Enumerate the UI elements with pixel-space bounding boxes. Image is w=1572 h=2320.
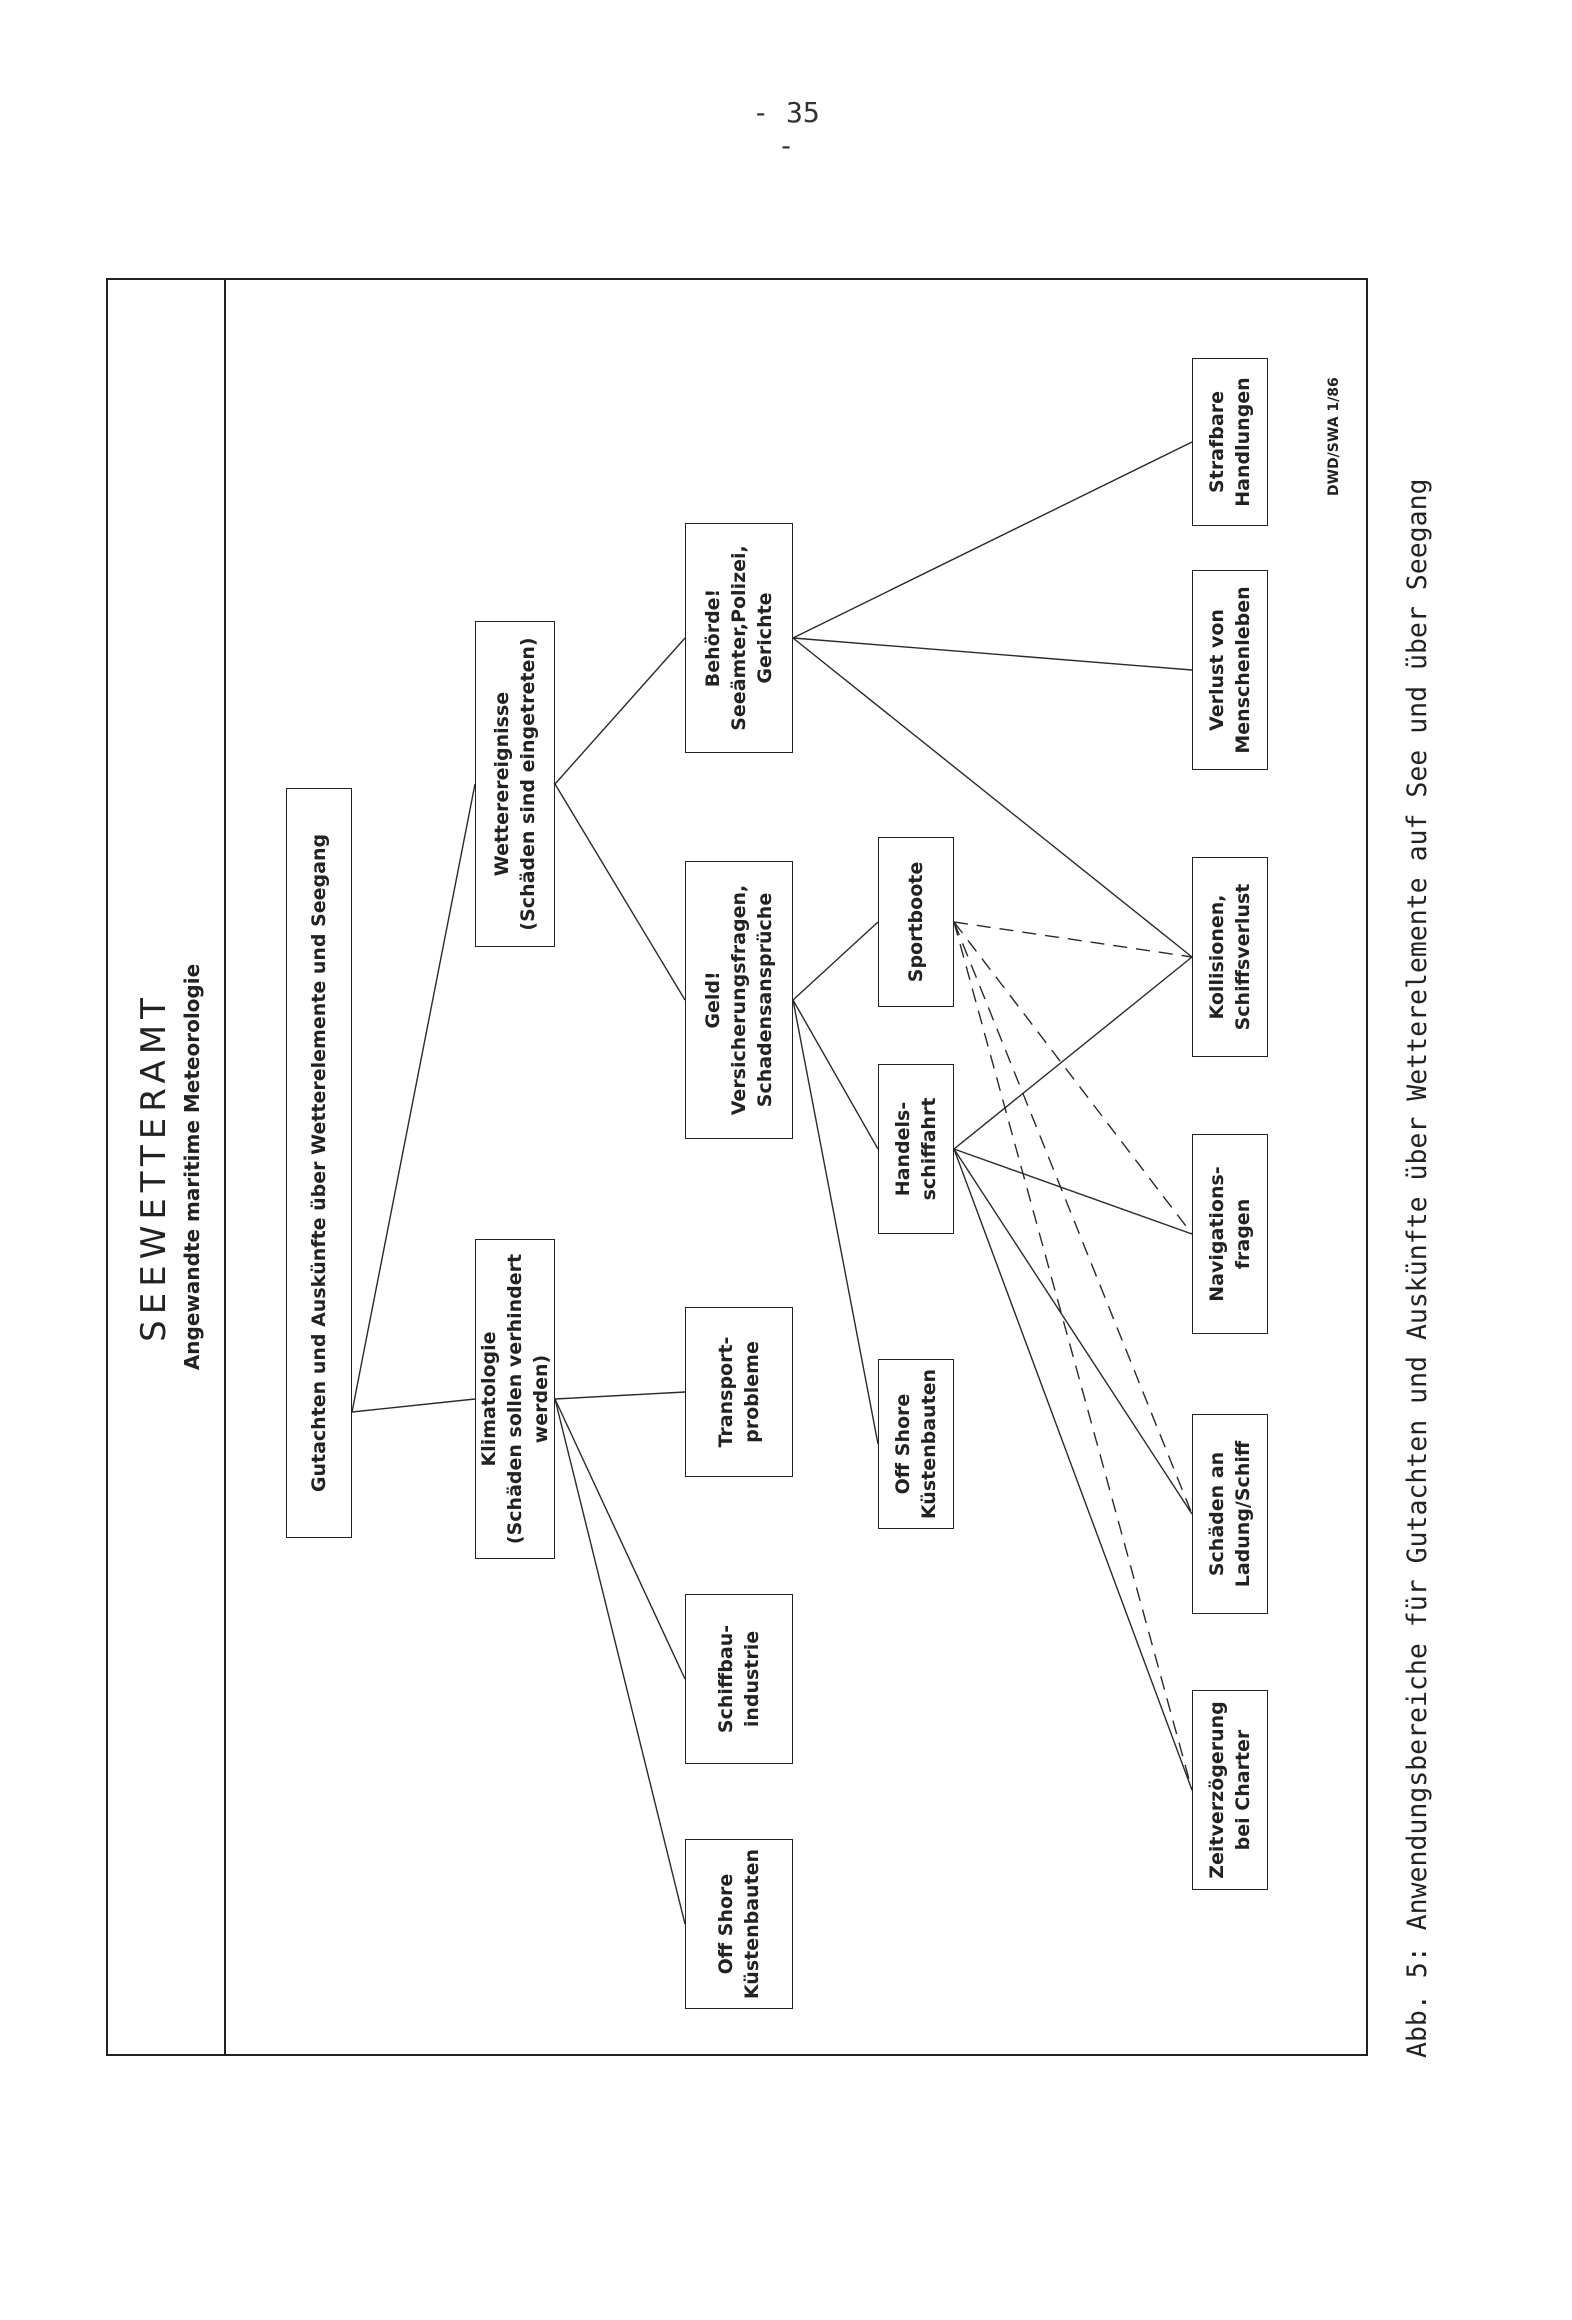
node-schaeden: Schäden an Ladung/Schiff <box>1192 1414 1268 1614</box>
node-offshore-mid: Off Shore Küstenbauten <box>878 1359 954 1529</box>
edge-klimatologie-schiffbau <box>554 1398 686 1680</box>
edge-klimatologie-offshore_left <box>554 1398 686 1925</box>
edge-handel-zeitverz <box>953 1148 1193 1791</box>
node-wetterereignisse: Wetterereignisse (Schäden sind eingetret… <box>475 621 555 947</box>
node-klimatologie: Klimatologie (Schäden sollen verhindert … <box>475 1239 555 1559</box>
edge-sportboote-zeitverz <box>953 921 1193 1791</box>
node-offshore-left: Off Shore Küstenbauten <box>685 1839 793 2009</box>
edge-sportboote-schaeden <box>953 921 1193 1515</box>
figure-caption: Abb. 5: Anwendungsbereiche für Gutachten… <box>1402 478 1433 2058</box>
node-verlust: Verlust von Menschenleben <box>1192 570 1268 770</box>
edge-root-wetterereignisse <box>351 783 476 1413</box>
node-schiffbau: Schiffbau- industrie <box>685 1594 793 1764</box>
edge-geld-handel <box>792 999 879 1150</box>
node-strafbar: Strafbare Handlungen <box>1192 358 1268 526</box>
node-behoerde: Behörde! Seeämter,Polizei, Gerichte <box>685 523 793 753</box>
edge-sportboote-navigation <box>953 921 1193 1235</box>
edge-behoerde-kollision <box>792 637 1193 958</box>
edge-sportboote-kollision <box>953 921 1193 958</box>
edge-handel-schaeden <box>953 1148 1193 1515</box>
node-zeitverz: Zeitverzögerung bei Charter <box>1192 1690 1268 1890</box>
node-kollision: Kollisionen, Schiffsverlust <box>1192 857 1268 1057</box>
edge-wetterereignisse-behoerde <box>554 637 686 785</box>
edge-handel-navigation <box>953 1148 1193 1235</box>
edge-geld-sportboote <box>792 921 879 1001</box>
node-geld: Geld! Versicherungsfragen, Schadensanspr… <box>685 861 793 1139</box>
edge-geld-offshore_mid <box>792 999 879 1445</box>
connector-lines <box>351 441 1193 1925</box>
node-navigation: Navigations- fragen <box>1192 1134 1268 1334</box>
edge-klimatologie-transport <box>554 1391 686 1400</box>
edge-handel-kollision <box>953 956 1193 1150</box>
edge-root-klimatologie <box>351 1398 476 1413</box>
edge-behoerde-verlust <box>792 637 1193 671</box>
document-code: DWD/SWA 1/86 <box>1326 377 1342 496</box>
rotated-diagram: SEEWETTERAMT Angewandte maritime Meteoro… <box>108 280 1366 2054</box>
node-transport: Transport- probleme <box>685 1307 793 1477</box>
edge-wetterereignisse-geld <box>554 783 686 1001</box>
node-root: Gutachten und Auskünfte über Wettereleme… <box>286 788 352 1538</box>
page-number: - 35 - <box>752 96 820 162</box>
node-sportboote: Sportboote <box>878 837 954 1007</box>
diagram-frame: SEEWETTERAMT Angewandte maritime Meteoro… <box>106 278 1368 2056</box>
node-handel: Handels- schiffahrt <box>878 1064 954 1234</box>
edge-behoerde-strafbar <box>792 441 1193 639</box>
